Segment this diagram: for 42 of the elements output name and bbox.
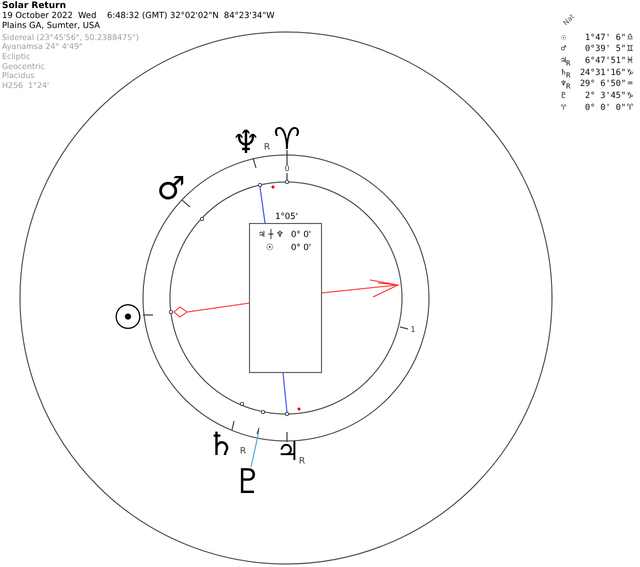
- position-value: 0° 0' 0": [585, 104, 626, 112]
- planet-glyph: ♆$_{R}$: [561, 80, 570, 90]
- aspect-box: [249, 223, 322, 373]
- planet-glyph: ☉: [112, 301, 144, 335]
- zodiac-sign-glyph: ♒: [627, 79, 634, 90]
- retrograde-mark: R: [264, 144, 270, 152]
- house-number: 1: [409, 326, 417, 334]
- house-number: 0: [283, 165, 291, 173]
- orb-label: 1°05': [275, 212, 298, 222]
- planet-glyph: ♃: [276, 439, 300, 465]
- zodiac-sign-glyph: ♑: [627, 68, 634, 78]
- position-value: 24°31'16": [580, 68, 626, 78]
- planet-glyphs: ♃ ┼ ♆: [258, 231, 284, 240]
- degree-value: 0° 0': [291, 244, 312, 252]
- position-value: 6°47'51": [585, 56, 626, 66]
- zodiac-sign-glyph: ♈: [274, 125, 300, 155]
- planet-glyph: ♄: [206, 428, 236, 460]
- zodiac-sign-glyph: ♈: [627, 102, 634, 113]
- position-value: 2° 3'45": [585, 92, 626, 100]
- chart-title: Solar Return: [2, 1, 66, 12]
- planet-glyph: ♆: [232, 126, 260, 158]
- date-time-text: 19 October 2022 Wed 6:48:32 (GMT) 32°02'02"N 84°23'34"W: [2, 11, 275, 21]
- zodiac-sign-glyph: ♎: [627, 32, 634, 42]
- planet-glyph: ♂: [561, 45, 566, 54]
- planet-glyph: ☉: [266, 244, 274, 252]
- planet-glyph: ♃$_{R}$: [561, 56, 570, 67]
- position-value: 1°47' 6": [585, 34, 626, 42]
- planet-glyph: ♄$_{R}$: [561, 68, 570, 78]
- planet-glyph: ♂: [156, 172, 186, 204]
- zodiac-sign-glyph: ♑: [627, 91, 634, 101]
- retrograde-mark: R: [298, 458, 306, 466]
- retrograde-mark: R: [240, 448, 246, 456]
- position-value: 29° 6'50": [580, 80, 626, 89]
- planet-glyph: ♈: [561, 104, 566, 112]
- degree-value: 0° 0': [291, 231, 312, 240]
- planet-glyph: ♇: [232, 465, 264, 499]
- location-text: Plains GA, Sumter, USA: [2, 20, 100, 30]
- zodiac-sign-glyph: ♊: [627, 44, 634, 54]
- zodiac-sign-glyph: ♓: [627, 56, 634, 66]
- planet-glyph: ☉: [561, 34, 566, 42]
- position-value: 0°39' 5": [585, 45, 626, 54]
- planet-glyph: ♇: [561, 92, 566, 100]
